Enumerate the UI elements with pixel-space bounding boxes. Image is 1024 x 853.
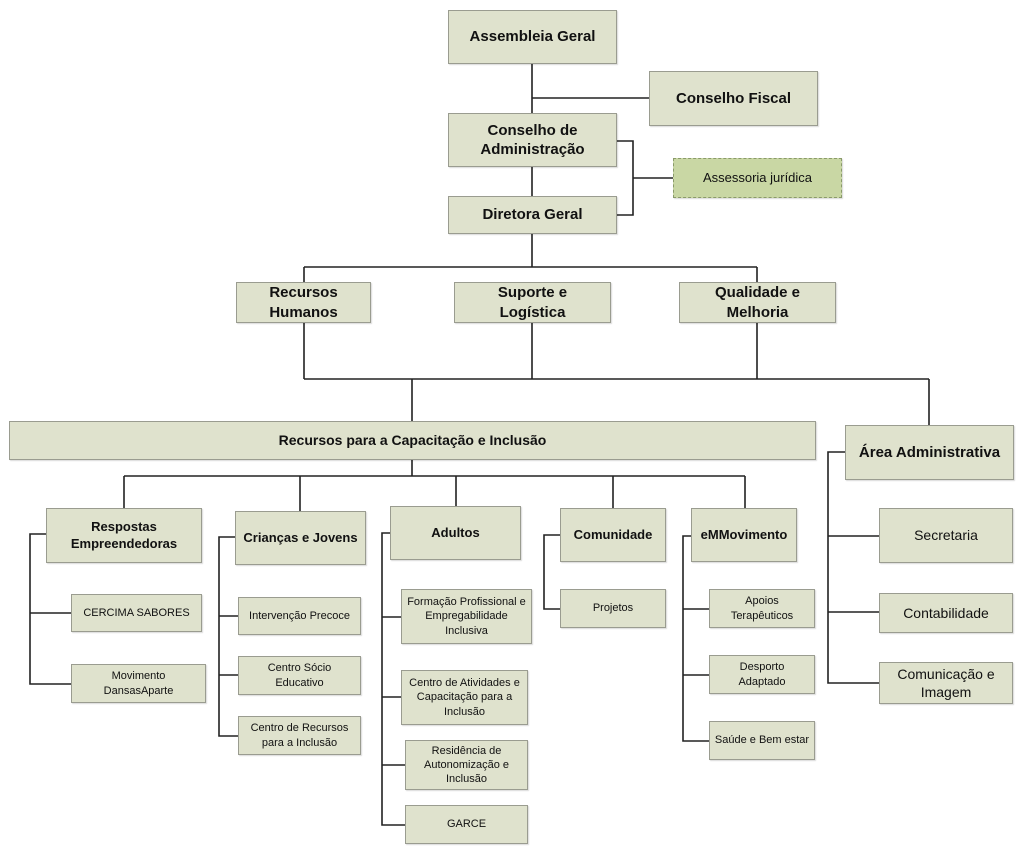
item-desporto-adaptado: Desporto Adaptado [709, 655, 815, 694]
item-centro-atividades: Centro de Atividades e Capacitação para … [401, 670, 528, 725]
node-assessoria-juridica: Assessoria jurídica [673, 158, 842, 198]
item-centro-recursos-inclusao: Centro de Recursos para a Inclusão [238, 716, 361, 755]
node-recursos-humanos: Recursos Humanos [236, 282, 371, 323]
node-diretora-geral: Diretora Geral [448, 196, 617, 234]
item-apoios-terapeuticos: Apoios Terapêuticos [709, 589, 815, 628]
item-centro-socio-educativo: Centro Sócio Educativo [238, 656, 361, 695]
item-comunicacao-imagem: Comunicação e Imagem [879, 662, 1013, 704]
group-adultos: Adultos [390, 506, 521, 560]
item-residencia-autonomizacao: Residência de Autonomização e Inclusão [405, 740, 528, 790]
node-suporte-logistica: Suporte e Logística [454, 282, 611, 323]
node-assembleia-geral: Assembleia Geral [448, 10, 617, 64]
item-formacao-profissional: Formação Profissional e Empregabilidade … [401, 589, 532, 644]
item-garce: GARCE [405, 805, 528, 844]
node-qualidade-melhoria: Qualidade e Melhoria [679, 282, 836, 323]
item-cercima-sabores: CERCIMA SABORES [71, 594, 202, 632]
item-saude-bem-estar: Saúde e Bem estar [709, 721, 815, 760]
group-respostas-empreendedoras: Respostas Empreendedoras [46, 508, 202, 563]
group-criancas-jovens: Crianças e Jovens [235, 511, 366, 565]
node-recursos-capacitacao-inclusao: Recursos para a Capacitação e Inclusão [9, 421, 816, 460]
node-area-administrativa: Área Administrativa [845, 425, 1014, 480]
node-conselho-administracao: Conselho de Administração [448, 113, 617, 167]
item-projetos: Projetos [560, 589, 666, 628]
item-secretaria: Secretaria [879, 508, 1013, 563]
item-movimento-dansasaparte: Movimento DansasAparte [71, 664, 206, 703]
group-comunidade: Comunidade [560, 508, 666, 562]
item-contabilidade: Contabilidade [879, 593, 1013, 633]
group-emmovimento: eMMovimento [691, 508, 797, 562]
item-intervencao-precoce: Intervenção Precoce [238, 597, 361, 635]
node-conselho-fiscal: Conselho Fiscal [649, 71, 818, 126]
